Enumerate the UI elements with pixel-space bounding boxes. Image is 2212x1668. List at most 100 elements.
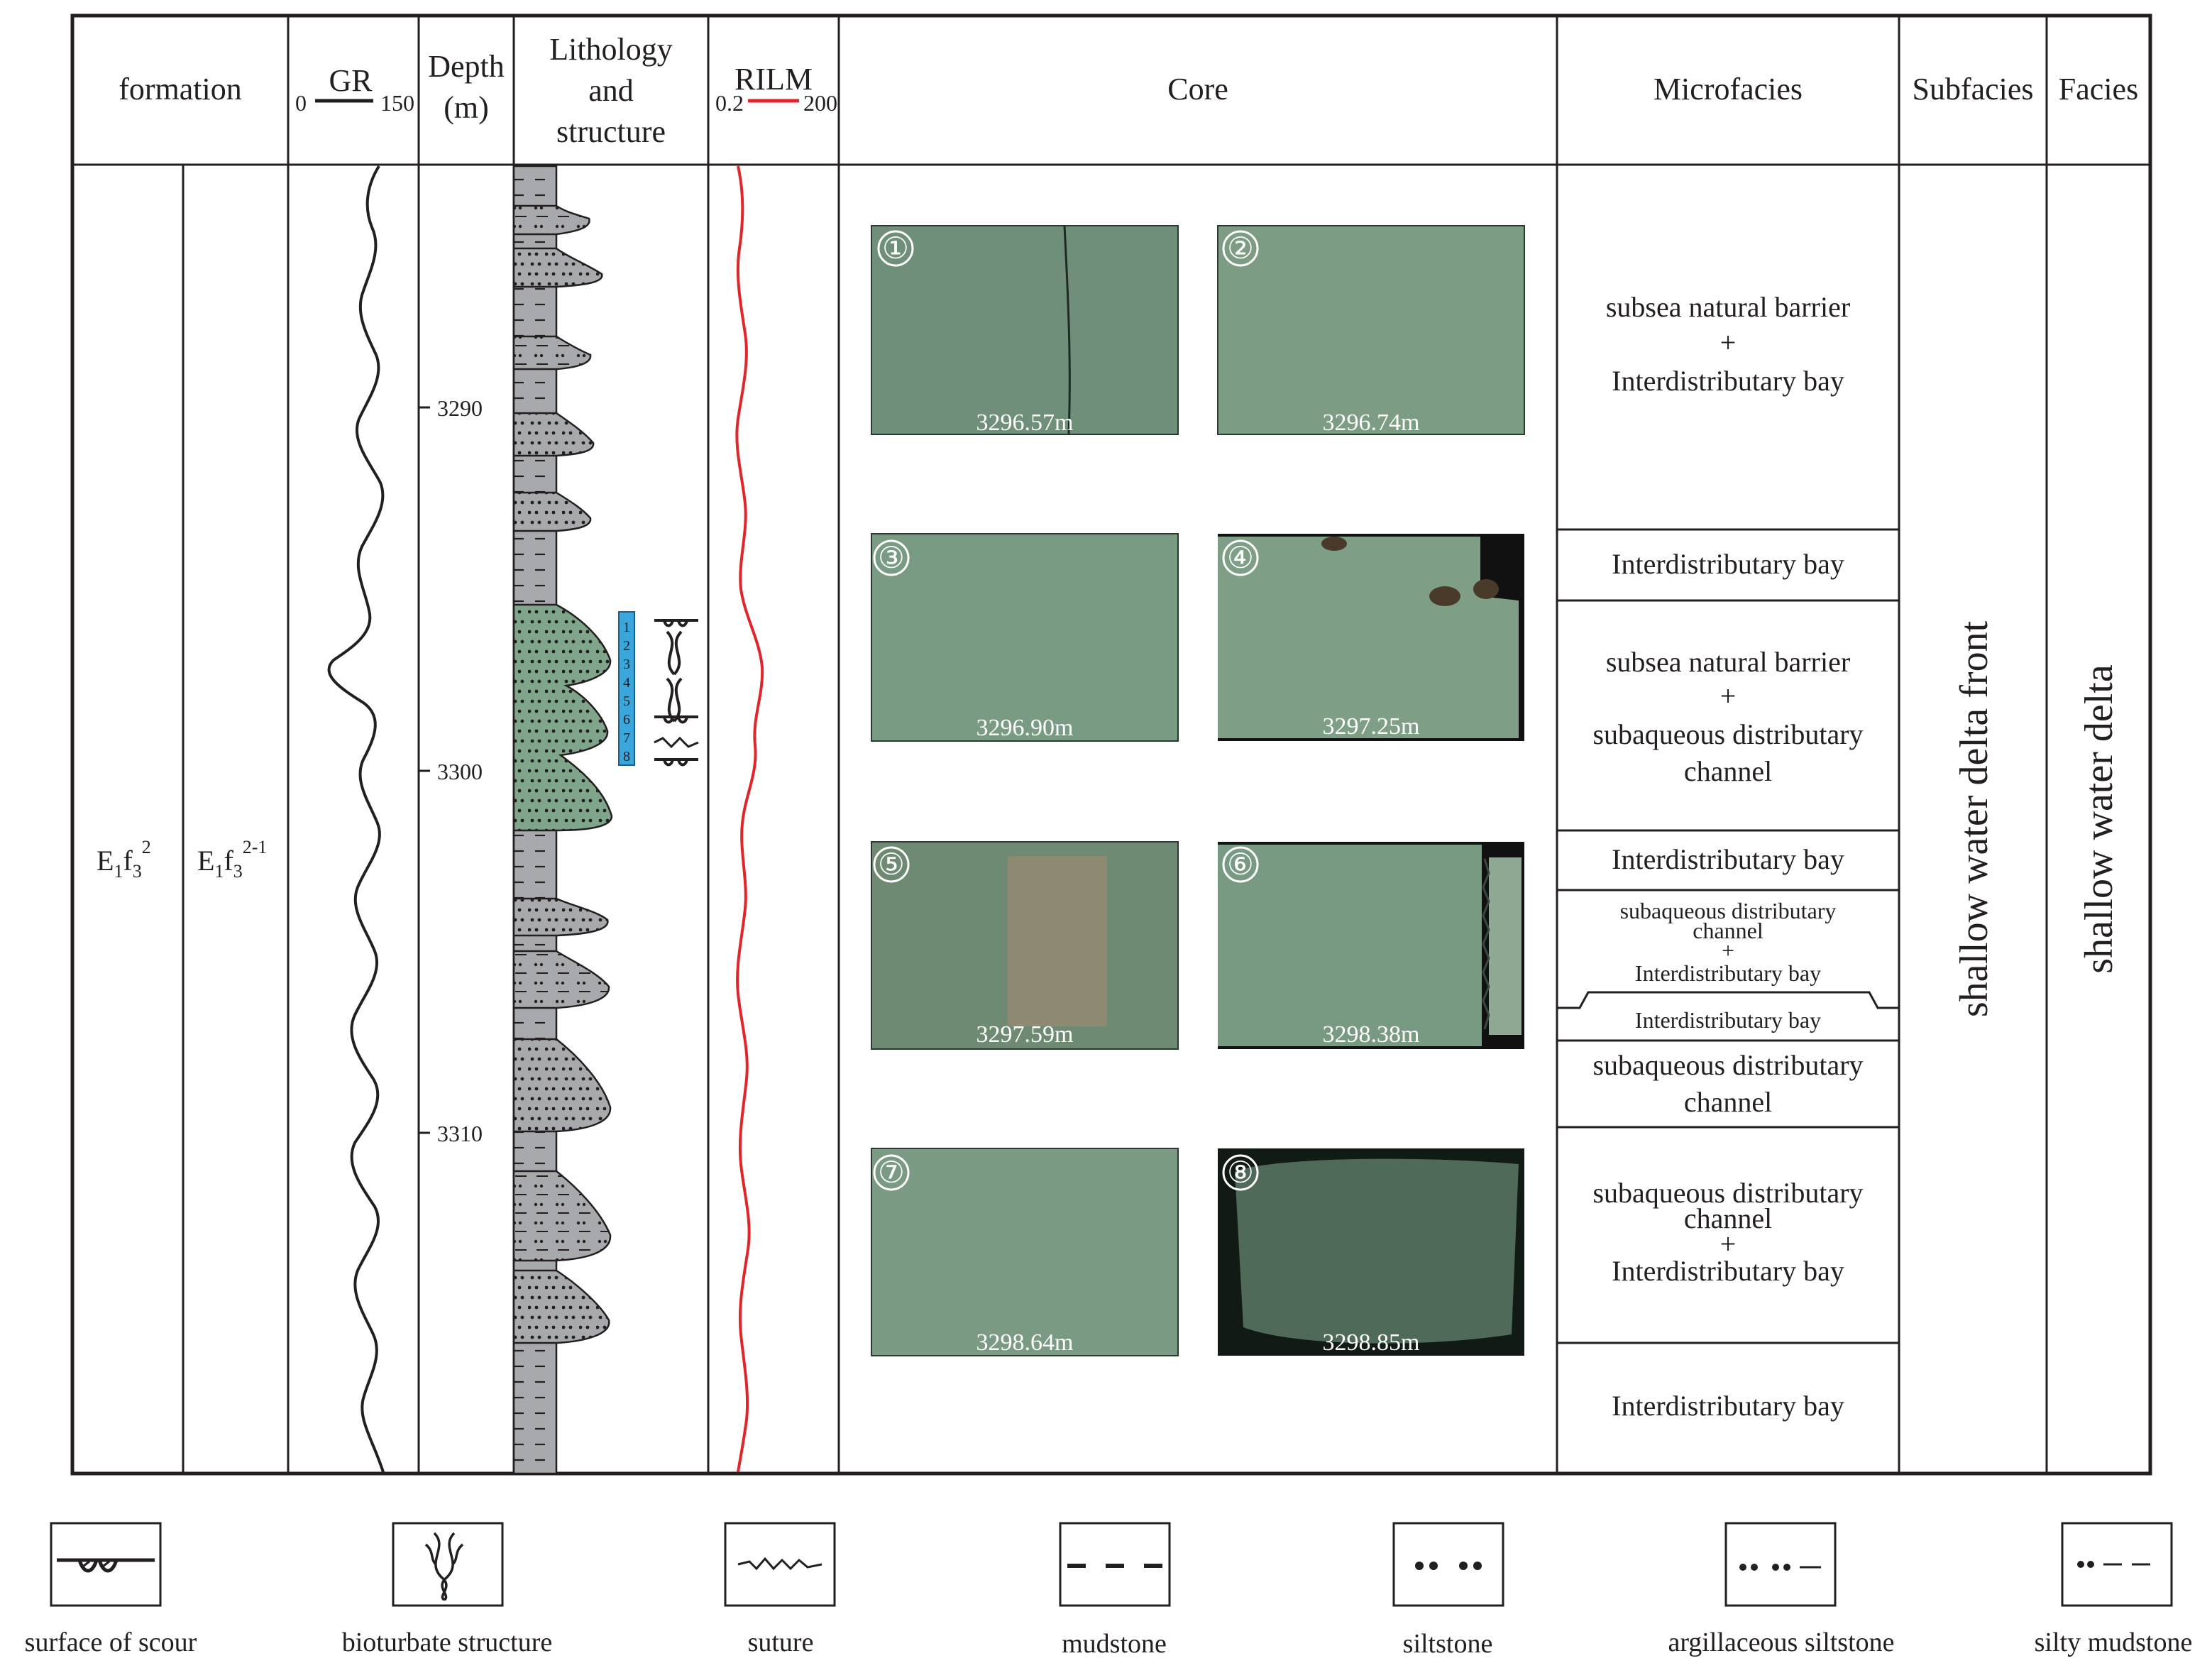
- legend-label: siltstone: [1403, 1629, 1493, 1659]
- header-facies: Facies: [2059, 72, 2138, 106]
- sample-markers: 1 2 3 4 5 6 7 8: [618, 611, 635, 766]
- sample-marker: 5: [623, 693, 630, 709]
- core-depth-label: 3297.25m: [1323, 713, 1420, 740]
- legend-label: bioturbate structure: [342, 1628, 553, 1657]
- gr-log-curve: [327, 165, 385, 1473]
- microfacies-dividers: [1557, 528, 1899, 1344]
- microfacies-label: Interdistributary bay: [1612, 1390, 1844, 1422]
- microfacies-label: subaqueous distributary: [1592, 1049, 1863, 1081]
- header-rilm: RILM: [734, 62, 813, 97]
- scour-surface-icon: [654, 619, 698, 627]
- core-number: ④: [1227, 542, 1254, 575]
- sample-marker: 6: [623, 712, 630, 728]
- core-photo-1: ① 3296.57m: [871, 225, 1179, 436]
- sample-marker: 1: [623, 620, 630, 635]
- header-depth-line2: (m): [444, 90, 489, 125]
- header-gr: GR: [329, 63, 373, 98]
- core-photo-6: ⑥ 3298.38m: [1218, 842, 1524, 1049]
- microfacies-label: channel: [1684, 1202, 1772, 1234]
- bioturbation-icon: [424, 1532, 464, 1601]
- core-number: ⑦: [878, 1157, 905, 1190]
- rilm-log-curve: [735, 165, 764, 1473]
- microfacies-label: +: [1720, 680, 1737, 712]
- microfacies-label: Interdistributary bay: [1612, 1255, 1844, 1287]
- legend-label: argillaceous siltstone: [1668, 1628, 1894, 1657]
- scour-surface-icon: [57, 1558, 155, 1573]
- microfacies-label: Interdistributary bay: [1635, 960, 1821, 986]
- siltstone-icon: [1415, 1562, 1482, 1570]
- depth-tick-3310: 3310: [437, 1121, 483, 1146]
- legend-item-suture: suture: [724, 1522, 836, 1657]
- sample-marker: 8: [623, 749, 630, 764]
- core-photo-8: ⑧ 3298.85m: [1218, 1148, 1524, 1356]
- core-depth-label: 3298.64m: [976, 1329, 1074, 1356]
- bioturbation-icon: [666, 630, 683, 676]
- silty-mudstone-icon: [2077, 1561, 2150, 1568]
- rilm-scale-min: 0.2: [715, 90, 744, 116]
- legend-label: surface of scour: [25, 1628, 197, 1657]
- legend-item-silty-mudstone: silty mudstone: [2035, 1522, 2193, 1657]
- core-number: ⑤: [878, 849, 905, 882]
- sample-marker: 7: [623, 730, 630, 746]
- legend: surface of scour bioturbate structure su…: [25, 1522, 2193, 1659]
- suture-icon: [737, 1557, 822, 1571]
- legend-item-bioturbate-structure: bioturbate structure: [342, 1522, 553, 1657]
- depth-axis: 3290 3300 3310: [419, 395, 483, 1146]
- scour-surface-icon: [654, 758, 698, 767]
- depth-tick-3300: 3300: [437, 759, 483, 784]
- core-depth-label: 3296.90m: [976, 715, 1074, 741]
- microfacies-label: subaqueous distributary: [1592, 718, 1863, 750]
- sample-marker: 4: [623, 675, 630, 691]
- microfacies-label: channel: [1693, 918, 1763, 943]
- gr-scale-min: 0: [295, 90, 307, 116]
- microfacies-label: subsea natural barrier: [1606, 646, 1850, 678]
- microfacies-label: Interdistributary bay: [1612, 548, 1844, 580]
- microfacies-label: Interdistributary bay: [1635, 1007, 1821, 1033]
- core-photo-3: ③ 3296.90m: [871, 533, 1179, 742]
- header-microfacies: Microfacies: [1654, 72, 1803, 106]
- legend-label: suture: [748, 1628, 814, 1657]
- header-subfacies: Subfacies: [1912, 72, 2033, 106]
- core-photo-7: ⑦ 3298.64m: [871, 1148, 1179, 1356]
- header-lithology-line2: and: [588, 73, 634, 108]
- sample-marker: 2: [623, 638, 630, 654]
- core-number: ⑥: [1227, 849, 1254, 882]
- legend-label: silty mudstone: [2035, 1628, 2193, 1657]
- formation-member: E1f32: [97, 837, 151, 882]
- core-photo-4: ④ 3297.25m: [1218, 534, 1524, 741]
- header-lithology-line1: Lithology: [549, 32, 673, 67]
- rilm-scale-max: 200: [803, 90, 837, 116]
- microfacies-label: subsea natural barrier: [1606, 291, 1850, 323]
- legend-item-argillaceous-siltstone: argillaceous siltstone: [1668, 1522, 1895, 1657]
- microfacies-label: subaqueous distributary: [1620, 898, 1837, 923]
- gr-scale-max: 150: [380, 90, 414, 116]
- core-photo-2: ② 3296.74m: [1217, 225, 1525, 436]
- core-photo-5: ⑤ 3297.59m: [871, 841, 1179, 1050]
- header-core: Core: [1167, 72, 1228, 106]
- facies-label: shallow water delta: [2077, 664, 2121, 974]
- sample-marker: 3: [623, 657, 630, 672]
- formation-submember: E1f32-1: [197, 837, 267, 882]
- microfacies-labels: subsea natural barrier + Interdistributa…: [1592, 291, 1863, 1422]
- microfacies-label: Interdistributary bay: [1612, 843, 1844, 875]
- bioturbation-icon: [666, 677, 683, 723]
- header-depth-line1: Depth: [428, 49, 505, 84]
- subfacies-label: shallow water delta front: [1952, 620, 1996, 1017]
- header-lithology-line3: structure: [556, 114, 666, 149]
- microfacies-label: +: [1720, 327, 1737, 358]
- core-photos: ① 3296.57m ② 3296.74m ③ 3296.90m ④ 3297.…: [871, 225, 1525, 1356]
- core-number: ②: [1227, 233, 1254, 265]
- microfacies-label: subaqueous distributary: [1592, 1177, 1863, 1209]
- microfacies-label: Interdistributary bay: [1612, 365, 1844, 397]
- lithology-column: [512, 165, 613, 1475]
- legend-item-surface-of-scour: surface of scour: [25, 1522, 197, 1657]
- core-number: ③: [878, 542, 905, 575]
- core-number: ⑧: [1227, 1157, 1254, 1190]
- scour-surface-icon: [654, 715, 698, 724]
- core-number: ①: [882, 233, 909, 265]
- core-depth-label: 3298.85m: [1323, 1329, 1420, 1356]
- legend-item-siltstone: siltstone: [1392, 1522, 1504, 1659]
- legend-item-mudstone: mudstone: [1059, 1522, 1171, 1659]
- microfacies-label: +: [1720, 1228, 1737, 1260]
